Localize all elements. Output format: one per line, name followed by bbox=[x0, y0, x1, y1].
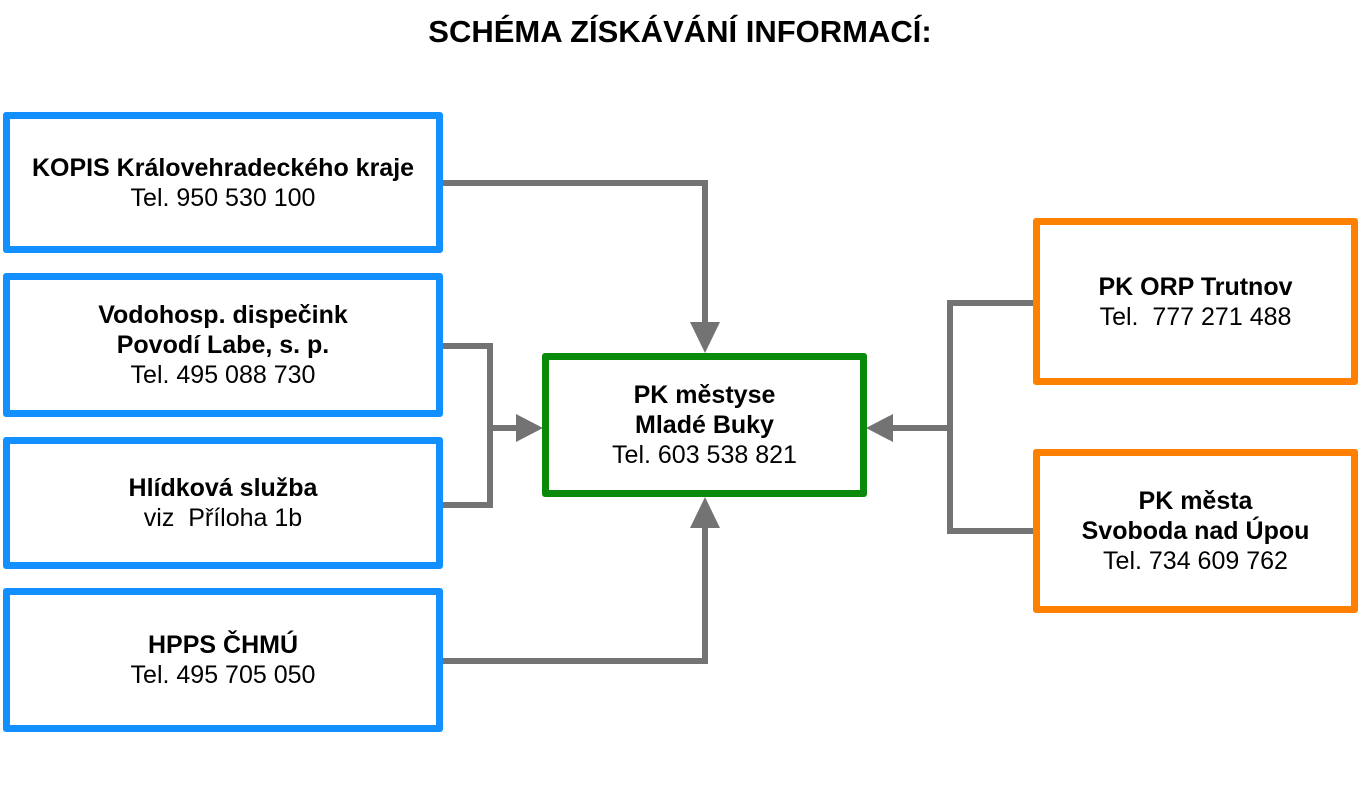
node-hlidkova-sluzba: Hlídková služba viz Příloha 1b bbox=[3, 437, 443, 569]
node-pk-mesta-svoboda-nad-upou: PK města Svoboda nad Úpou Tel. 734 609 7… bbox=[1033, 449, 1358, 613]
node-telephone: Tel. 950 530 100 bbox=[130, 183, 316, 212]
node-telephone: Tel. 495 705 050 bbox=[130, 661, 316, 689]
node-title: Vodohosp. dispečink bbox=[98, 301, 348, 329]
node-title: KOPIS Královehradeckého kraje bbox=[31, 153, 415, 182]
node-pk-mestyse-mlade-buky: PK městyse Mladé Buky Tel. 603 538 821 bbox=[542, 353, 867, 497]
node-telephone: Tel. 777 271 488 bbox=[1099, 302, 1292, 331]
connector-hpps-to-pk bbox=[443, 497, 720, 664]
node-title: PK města bbox=[1138, 487, 1253, 515]
node-pk-orp-trutnov: PK ORP Trutnov Tel. 777 271 488 bbox=[1033, 218, 1358, 385]
node-telephone: Tel. 734 609 762 bbox=[1103, 547, 1288, 575]
node-reference: viz Příloha 1b bbox=[143, 504, 303, 532]
diagram-title: SCHÉMA ZÍSKÁVÁNÍ INFORMACÍ: bbox=[428, 14, 932, 49]
node-title: HPPS ČHMÚ bbox=[147, 631, 298, 659]
node-telephone: Tel. 603 538 821 bbox=[612, 441, 797, 469]
connector-left-junction-to-pk bbox=[443, 343, 543, 508]
node-telephone: Tel. 495 088 730 bbox=[130, 361, 316, 389]
node-kopis-kralovehradecky-kraj: KOPIS Královehradeckého kraje Tel. 950 5… bbox=[3, 112, 443, 253]
node-subtitle: Povodí Labe, s. p. bbox=[116, 331, 330, 359]
node-subtitle: Svoboda nad Úpou bbox=[1081, 517, 1310, 545]
node-title: PK ORP Trutnov bbox=[1098, 272, 1293, 301]
connector-kopis-to-pk bbox=[443, 180, 720, 353]
node-title: Hlídková služba bbox=[128, 474, 318, 502]
node-title: PK městyse bbox=[633, 381, 776, 409]
connector-right-junction-to-pk bbox=[866, 300, 1033, 534]
node-hpps-chmu: HPPS ČHMÚ Tel. 495 705 050 bbox=[3, 588, 443, 732]
node-subtitle: Mladé Buky bbox=[635, 411, 774, 439]
node-vodohosp-dispecink-povodi-labe: Vodohosp. dispečink Povodí Labe, s. p. T… bbox=[3, 273, 443, 417]
